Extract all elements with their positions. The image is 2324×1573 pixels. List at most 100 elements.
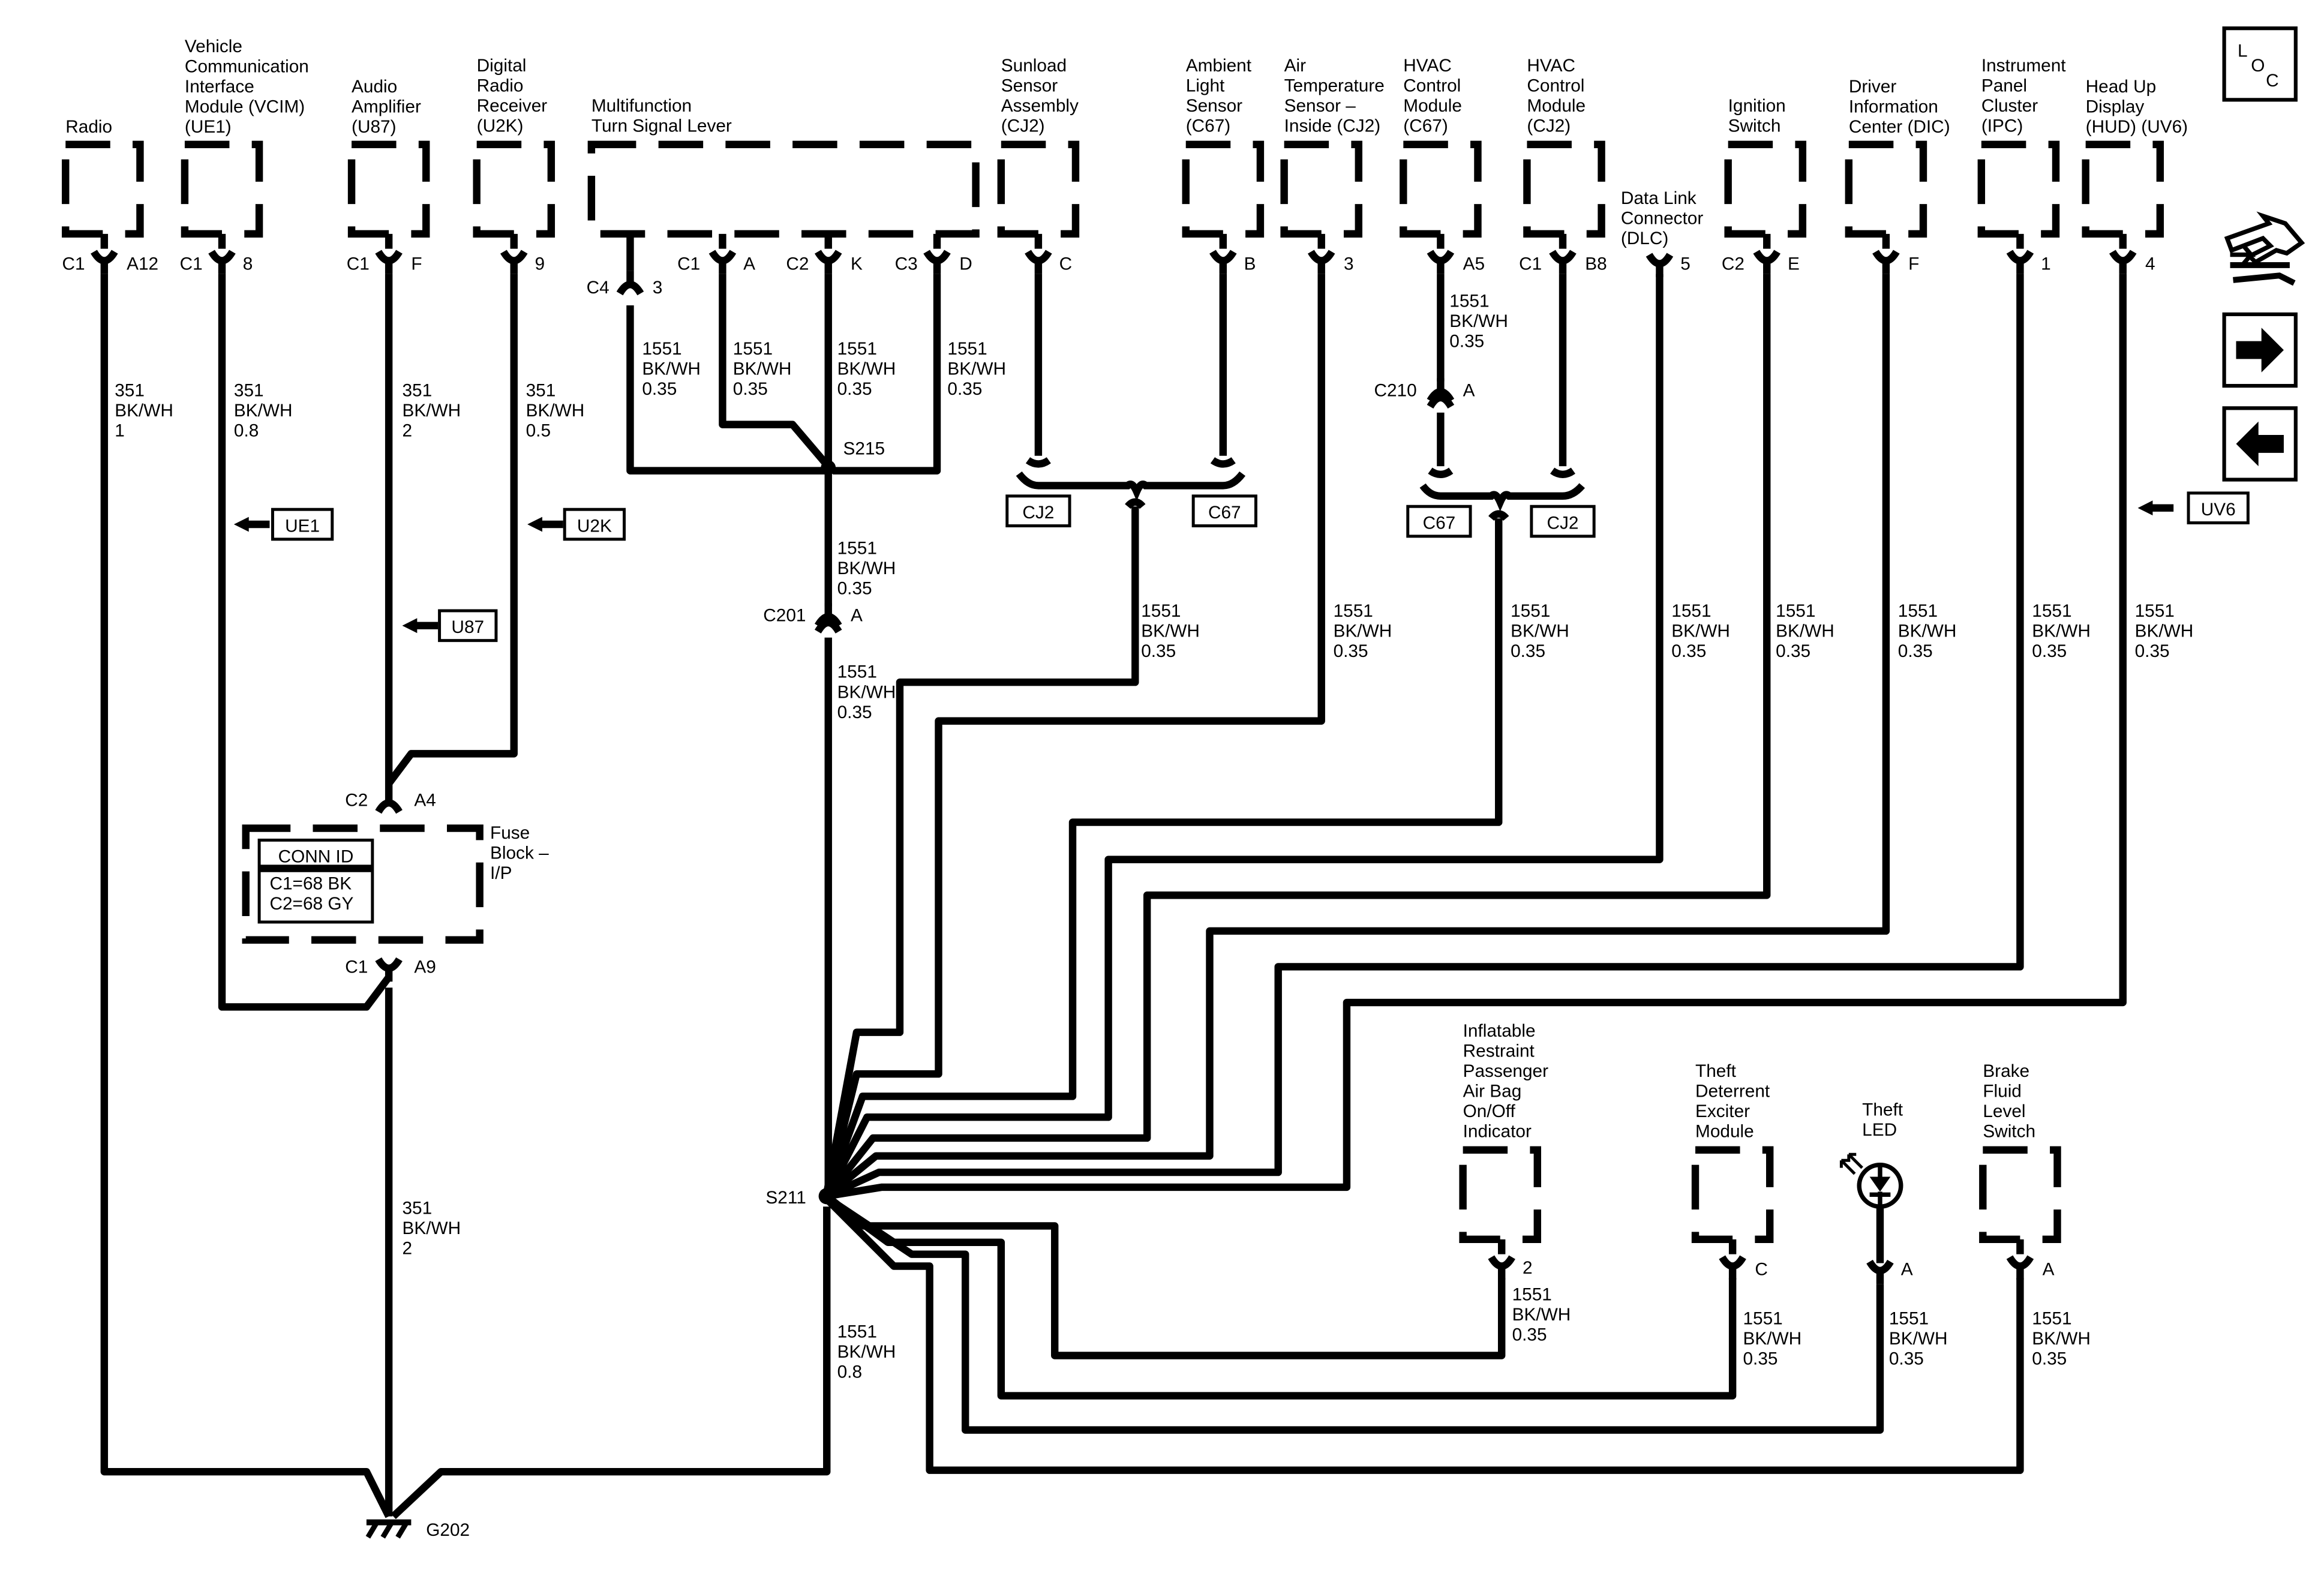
component-hvac-cj2 <box>1523 140 1605 238</box>
component-air-temp <box>1280 140 1363 238</box>
connector-id-hvac-cj2: C1 <box>1519 254 1542 274</box>
tag-cj2-sunload[interactable] <box>1005 494 1071 527</box>
tag-ue1-label: UE1 <box>285 516 320 536</box>
loc-icon-O: O <box>2251 56 2265 76</box>
arrow-left-icon[interactable] <box>2222 406 2298 482</box>
connector-id-vcim: C1 <box>180 254 203 274</box>
tag-cj2-hvac[interactable] <box>1530 505 1596 538</box>
connector-c201-mate <box>814 619 842 634</box>
wire-theft-led <box>824 1194 1884 1434</box>
wire-drr <box>386 274 518 786</box>
tag-u87[interactable] <box>438 609 498 643</box>
component-ambient <box>1182 140 1265 238</box>
pin-label-audio-amp: F <box>411 254 422 274</box>
tag-c67-ambient[interactable] <box>1191 494 1257 527</box>
harness-tool-icon[interactable] <box>2224 211 2305 286</box>
pin-label-vcim: 8 <box>243 254 253 274</box>
option-join-1 <box>1125 498 1146 509</box>
splice-s215 <box>821 460 836 476</box>
tag-u2k-label: U2K <box>577 516 612 536</box>
connector-id-radio: C1 <box>62 254 85 274</box>
option-brace-2 <box>1419 483 1586 512</box>
arrow-right-icon[interactable] <box>2222 312 2298 388</box>
splice-label-s211: S211 <box>765 1188 806 1208</box>
component-hvac-c67 <box>1400 140 1482 238</box>
component-vcim <box>181 140 263 238</box>
component-airbag-ind <box>1459 1146 1542 1244</box>
tag-u2k[interactable] <box>563 508 626 541</box>
wire-ignition <box>824 274 1771 1199</box>
connector-id-ignition: C2 <box>1722 254 1744 274</box>
wire-dic <box>824 274 1890 1199</box>
pin-label-c201: A <box>851 605 863 625</box>
splice-label-s215: S215 <box>843 439 885 458</box>
loc-icon[interactable] <box>2222 26 2298 102</box>
connector-id-mtsl-c2: C2 <box>786 254 809 274</box>
wire-air-temp <box>823 274 1325 1196</box>
wire-ipc <box>825 274 2024 1200</box>
connector-id-fuse-c2: C2 <box>345 790 368 810</box>
connector-id-audio-amp: C1 <box>347 254 370 274</box>
pin-label-fuse-c2: A4 <box>414 790 436 810</box>
wire-mtsl-c1 <box>719 274 830 467</box>
wire-s211-g202 <box>391 1206 831 1520</box>
conn-id-table <box>257 838 374 924</box>
wire-hvac-opt <box>823 518 1503 1196</box>
pin-label-dic: F <box>1908 254 1919 274</box>
pin-label-dlc: 5 <box>1680 254 1691 274</box>
pin-label-ipc: 1 <box>2041 254 2051 274</box>
icons-layer: L O C <box>365 26 2305 1539</box>
pin-label-hvac-c67: A5 <box>1463 254 1485 274</box>
wire-vcim <box>218 274 392 1011</box>
option-brace-1 <box>1016 471 1246 502</box>
component-audio-amp <box>347 140 430 238</box>
connectors-layer <box>91 233 2137 1284</box>
wires-layer <box>100 274 2127 1520</box>
components-layer <box>62 140 2250 1244</box>
tag-cj2-hvac-label: CJ2 <box>1547 513 1579 533</box>
ground-label-g202: G202 <box>426 1520 470 1540</box>
tag-cj2-sunload-label: CJ2 <box>1022 503 1054 523</box>
wire-radio <box>100 274 392 1518</box>
tag-c67-hvac[interactable] <box>1406 505 1472 538</box>
pin-label-c210: A <box>1463 380 1475 400</box>
pin-label-air-temp: 3 <box>1344 254 1354 274</box>
option-join-2 <box>1488 510 1509 521</box>
connector-id-c201: C201 <box>763 605 806 625</box>
component-brake-fluid <box>1979 1146 2061 1244</box>
pin-label-theft-led: A <box>1901 1259 1913 1279</box>
pin-label-airbag-ind: 2 <box>1523 1258 1533 1278</box>
component-sunload <box>997 140 1080 238</box>
pin-label-mtsl-c2: K <box>851 254 863 274</box>
tag-uv6[interactable] <box>2187 491 2250 524</box>
theft-led-icon <box>1839 1152 1903 1263</box>
component-radio <box>62 140 144 238</box>
tag-ue1[interactable] <box>271 508 334 541</box>
component-label-radio: Radio <box>65 117 112 137</box>
